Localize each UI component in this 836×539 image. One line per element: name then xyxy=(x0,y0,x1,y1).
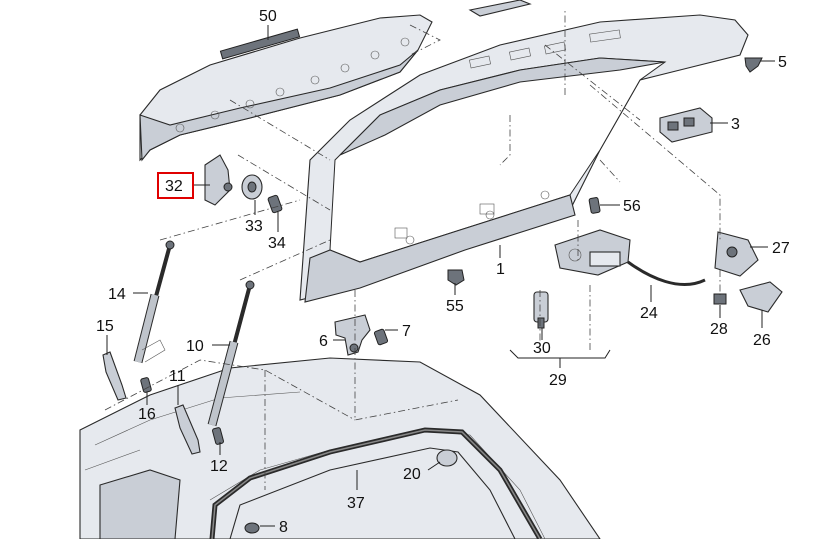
clip-part xyxy=(744,57,763,73)
gas-strut-lower xyxy=(207,280,255,427)
hinge-part xyxy=(334,314,389,356)
label-12: 12 xyxy=(210,458,228,475)
tailgate-frame xyxy=(299,14,749,303)
gas-strut-upper xyxy=(133,240,175,364)
label-11: 11 xyxy=(169,368,186,385)
label-30: 30 xyxy=(533,340,551,357)
label-34: 34 xyxy=(268,235,286,252)
striker-part xyxy=(739,281,783,313)
strut-bracket-lower xyxy=(174,404,224,455)
label-3: 3 xyxy=(731,116,740,133)
label-29: 29 xyxy=(549,372,567,389)
label-16: 16 xyxy=(138,406,156,423)
vehicle-body xyxy=(79,357,601,539)
label-10: 10 xyxy=(186,338,204,355)
label-56: 56 xyxy=(623,198,641,215)
label-1: 1 xyxy=(496,261,505,278)
highlight-box xyxy=(157,172,194,199)
buffer-part xyxy=(241,174,263,200)
label-28: 28 xyxy=(710,321,728,338)
label-37: 37 xyxy=(347,495,365,512)
top-clip-part xyxy=(468,0,532,17)
part-labels: 50 5 3 32 33 34 56 27 1 55 14 15 16 10 1… xyxy=(96,8,790,536)
label-8: 8 xyxy=(279,519,288,536)
label-50: 50 xyxy=(259,8,277,25)
label-26: 26 xyxy=(753,332,771,349)
label-20: 20 xyxy=(403,466,421,483)
lock-part xyxy=(714,231,759,277)
screw-56-part xyxy=(588,197,601,214)
nut-28-part xyxy=(713,293,727,305)
label-32: 32 xyxy=(165,178,183,195)
nut-part xyxy=(447,269,465,286)
leader-lines xyxy=(106,25,775,527)
label-24: 24 xyxy=(640,305,658,322)
label-33: 33 xyxy=(245,218,263,235)
screw-part xyxy=(267,194,283,214)
label-7: 7 xyxy=(402,323,411,340)
switch-part xyxy=(659,107,713,143)
label-15: 15 xyxy=(96,318,114,335)
label-5: 5 xyxy=(778,54,787,71)
microswitch-part xyxy=(533,291,549,329)
label-14: 14 xyxy=(108,286,126,303)
label-55: 55 xyxy=(446,298,464,315)
strut-bracket-upper xyxy=(102,351,152,401)
spoiler-part xyxy=(139,14,433,162)
projection-lines xyxy=(104,10,721,490)
label-6: 6 xyxy=(319,333,328,350)
bracket-part xyxy=(204,154,233,206)
lock-motor-part xyxy=(554,229,706,286)
label-27: 27 xyxy=(772,240,790,257)
